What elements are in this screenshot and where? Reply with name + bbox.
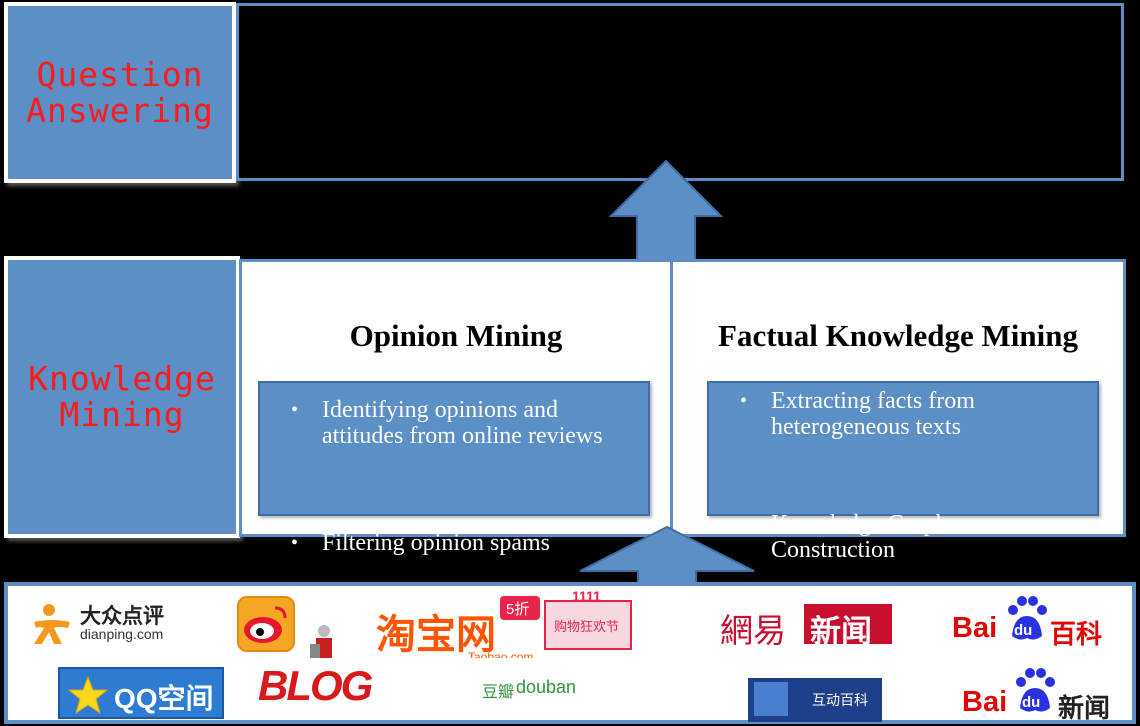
taobao-logo: 淘宝网 5折 1111 购物狂欢节 Taobao.com	[376, 588, 636, 660]
blog-figure-icon	[310, 625, 332, 658]
qq-zone-logo: QQ空间	[58, 667, 224, 719]
opinion-mining-title: Opinion Mining	[349, 318, 563, 353]
netease-news-logo: 網易 新闻	[718, 602, 904, 649]
dianping-person-icon	[34, 604, 70, 644]
blog-logo: BLOG	[256, 624, 373, 712]
baidu-baike-logo: Bai du 百科	[950, 596, 1106, 649]
knowledge-mining-label: Knowledge Mining	[28, 359, 216, 434]
dianping-en: dianping.com	[80, 626, 164, 642]
factual-knowledge-bullets: •Extracting facts from heterogeneous tex…	[707, 381, 1099, 563]
hudong-icon	[754, 682, 788, 716]
arrow-up-icon	[608, 159, 724, 268]
taobao-cn: 淘宝网	[376, 613, 496, 657]
question-answering-label-box: Question Answering	[4, 2, 236, 183]
baidu-paw-icon	[1016, 668, 1055, 712]
opinion-mining-bullets: •Identifying opinions and attitudes from…	[258, 381, 650, 556]
douban-logo: 豆瓣 douban	[482, 677, 577, 701]
question-answering-content-frame	[236, 3, 1124, 181]
star-icon	[68, 675, 108, 715]
bullet-item: •Identifying opinions and attitudes from…	[291, 397, 603, 449]
question-answering-label: Question Answering	[26, 54, 214, 130]
factual-knowledge-mining-title: Factual Knowledge Mining	[718, 318, 1078, 353]
bullet-item: •Filtering opinion spams	[291, 530, 550, 556]
taobao-sale-badge: 5折	[500, 596, 540, 620]
knowledge-mining-label-box: Knowledge Mining	[4, 256, 240, 538]
bullet-item: •Extracting facts from heterogeneous tex…	[740, 388, 975, 440]
arrow-up-icon	[579, 525, 755, 587]
dianping-cn: 大众点评	[80, 605, 164, 628]
knowledge-mining-panel: Opinion Mining Factual Knowledge Mining …	[239, 259, 1126, 563]
taobao-shop-graphic	[544, 600, 632, 650]
bullet-item: •Knowledge Graph Construction	[740, 511, 948, 563]
taobao-sale-number: 1111	[572, 588, 601, 604]
column-divider	[670, 262, 673, 534]
baidu-paw-icon	[1008, 596, 1047, 640]
baidu-news-logo: Bai du 新闻	[960, 666, 1110, 723]
dianping-logo: 大众点评 dianping.com	[32, 600, 182, 650]
weibo-icon	[237, 596, 295, 652]
taobao-event: 购物狂欢节	[554, 619, 620, 634]
netease-news-block: 新闻	[804, 604, 892, 649]
netease-cn: 網易	[720, 612, 786, 649]
taobao-en: Taobao.com	[468, 650, 534, 658]
hudong-baike-logo: 互动百科	[748, 678, 882, 722]
data-sources-panel: 大众点评 dianping.com 淘宝网 5折 1111 购物狂欢节 Taob…	[4, 582, 1136, 724]
